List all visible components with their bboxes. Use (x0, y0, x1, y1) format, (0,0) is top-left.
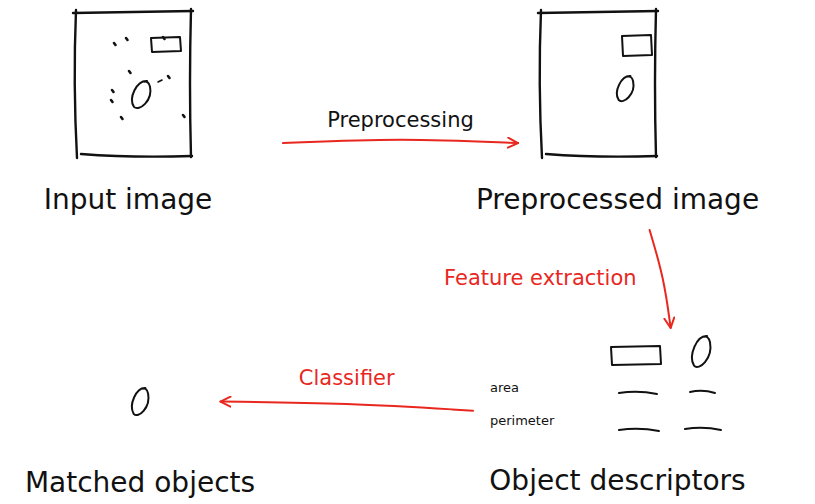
process-arrow (283, 140, 518, 143)
rect-shape (151, 37, 181, 52)
image-frame (73, 9, 193, 158)
rect-shape (622, 35, 652, 56)
circle-shape (692, 336, 710, 367)
noise-dot (111, 100, 113, 102)
image-caption: Input image (40, 183, 217, 217)
noise-dot (163, 37, 165, 39)
rect-shape (611, 346, 661, 365)
image-caption: Preprocessed image (472, 183, 763, 217)
value-line (690, 391, 715, 393)
descriptor-name: area (490, 380, 519, 395)
noise-dot (183, 115, 185, 117)
circle-shape (617, 76, 634, 101)
circle-shape (132, 81, 150, 108)
image-node: Object descriptors (425, 330, 810, 498)
process-arrow (220, 402, 473, 411)
image-node: Matched objects (5, 372, 275, 500)
noise-dot (112, 90, 114, 92)
step-label: Preprocessing (324, 108, 477, 133)
noise-dot (126, 38, 128, 40)
circle-shape (132, 388, 149, 415)
image-node: Input image (8, 5, 248, 217)
value-line (619, 429, 659, 431)
descriptor-figure (611, 336, 710, 367)
noise-dot (158, 80, 162, 82)
noise-dot (168, 76, 170, 78)
value-line (619, 392, 657, 394)
image-frame (538, 9, 658, 158)
noise-dot (129, 71, 131, 73)
image-caption: Object descriptors (485, 464, 749, 498)
matched-figure (132, 388, 149, 415)
value-line (685, 428, 721, 430)
noise-dot (121, 117, 123, 119)
descriptor-name: perimeter (490, 413, 554, 428)
image-caption: Matched objects (21, 466, 259, 500)
image-node: Preprocessed image (425, 5, 810, 217)
step-label: Feature extraction (441, 266, 640, 291)
process-arrow (650, 230, 671, 328)
step-label: Classifier (296, 366, 398, 391)
noise-dot (114, 43, 116, 45)
